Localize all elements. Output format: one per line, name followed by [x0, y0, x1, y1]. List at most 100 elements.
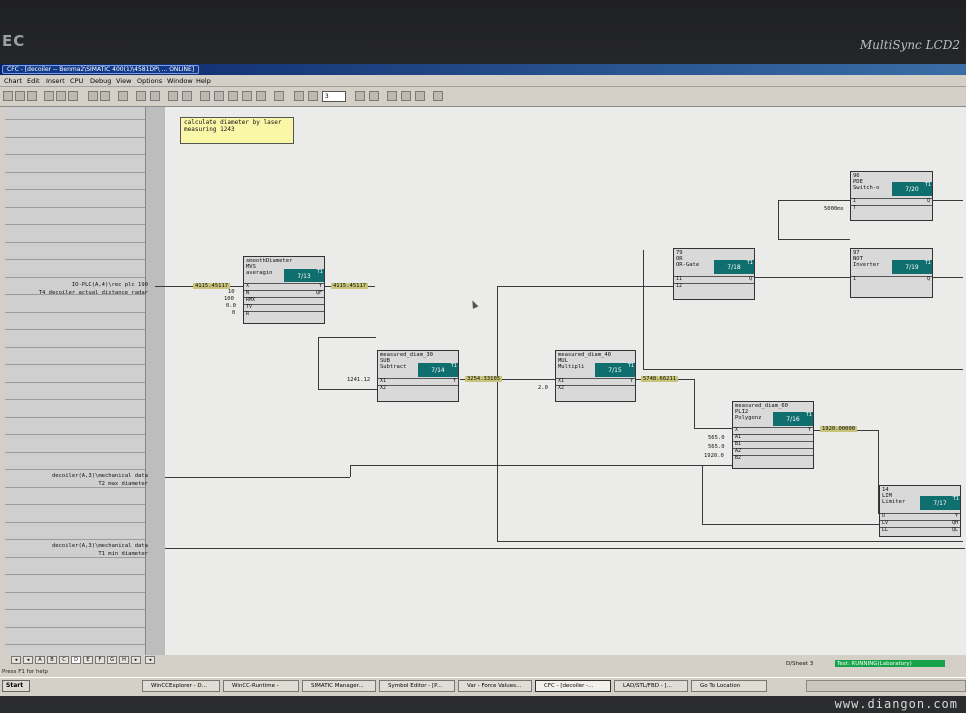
block-16-input-a1[interactable]: 565.0	[708, 435, 725, 441]
value-sub-out[interactable]: 3254.33105	[465, 376, 503, 382]
wire-max-down	[702, 465, 703, 525]
tab-h[interactable]: H	[119, 656, 129, 664]
tab-nav-prev[interactable]: ◂	[23, 656, 33, 664]
menu-window[interactable]: Window	[167, 77, 193, 85]
sheet-bar-grid-line	[5, 241, 165, 243]
paste-icon[interactable]	[68, 91, 78, 101]
tab-g[interactable]: G	[107, 656, 117, 664]
task-simatic-manager[interactable]: SIMATIC Manager...	[302, 680, 376, 692]
window-cascade-icon[interactable]	[387, 91, 397, 101]
tab-nav-last[interactable]: ◂	[145, 656, 155, 664]
menu-chart[interactable]: Chart	[4, 77, 22, 85]
tab-f[interactable]: F	[95, 656, 105, 664]
task-symbol-editor[interactable]: Symbol Editor - [P...	[379, 680, 455, 692]
left-label-min-2: T1 min diameter	[98, 551, 148, 557]
delete-icon[interactable]	[228, 91, 238, 101]
block-13-input-r[interactable]: 0	[232, 310, 236, 316]
wire-pde-out	[933, 200, 963, 201]
block-16-input-b1[interactable]: 565.0	[708, 444, 725, 450]
wire-or-i2	[497, 286, 675, 287]
grid-icon[interactable]	[274, 91, 284, 101]
sheet-bar-margin	[145, 107, 165, 655]
interconnect-icon[interactable]	[136, 91, 146, 101]
view-single-icon[interactable]	[308, 91, 318, 101]
sheet-bar-grid-line	[5, 591, 165, 593]
compile-icon[interactable]	[168, 91, 178, 101]
task-cfc[interactable]: CFC - [decoiler -...	[535, 680, 611, 692]
sheet-bar-grid-line	[5, 469, 165, 470]
value-poly-out[interactable]: 1920.00000	[820, 426, 858, 432]
wire-sub-out	[460, 379, 556, 380]
task-wincc-explorer[interactable]: WinCCExplorer - D...	[142, 680, 220, 692]
print-icon[interactable]	[27, 91, 37, 101]
zoom-in-icon[interactable]	[355, 91, 365, 101]
watch-icon[interactable]	[214, 91, 224, 101]
menu-insert[interactable]: Insert	[46, 77, 65, 85]
value-smooth-out[interactable]: 4115.45117	[331, 283, 369, 289]
tab-e[interactable]: E	[83, 656, 93, 664]
tab-b[interactable]: B	[47, 656, 57, 664]
block-20-input-t[interactable]: 5000ms	[824, 206, 844, 212]
block-14-input-x1[interactable]: 1241.12	[347, 377, 371, 383]
copy-icon[interactable]	[56, 91, 66, 101]
block-13-input-tv[interactable]: 0.0	[226, 303, 236, 309]
run-sequence-icon[interactable]	[150, 91, 160, 101]
block-15-input-x2[interactable]: 2.0	[538, 385, 548, 391]
task-wincc-runtime[interactable]: WinCC-Runtime -	[223, 680, 299, 692]
task-var-force[interactable]: Var - Force Values...	[458, 680, 532, 692]
task-goto-location[interactable]: Go To Location	[691, 680, 767, 692]
tab-nav-first[interactable]: ◂	[11, 656, 21, 664]
block-13-input-n[interactable]: 10	[228, 289, 235, 295]
chart-note[interactable]: calculate diameter by laser measuring 12…	[180, 117, 294, 144]
block-16-input-a2[interactable]: 1920.0	[704, 453, 724, 459]
menu-help[interactable]: Help	[196, 77, 211, 85]
open-icon[interactable]	[3, 91, 13, 101]
view-split-icon[interactable]	[294, 91, 304, 101]
unlink-icon[interactable]	[256, 91, 266, 101]
overview-icon[interactable]	[88, 91, 98, 101]
left-label-min-1: decoiler(A,3)\mechanical data	[51, 543, 148, 549]
download-icon[interactable]	[182, 91, 192, 101]
menu-options[interactable]: Options	[137, 77, 163, 85]
tab-nav-next[interactable]: ▸	[131, 656, 141, 664]
test-mode-icon[interactable]	[200, 91, 210, 101]
window-tile-icon[interactable]	[401, 91, 411, 101]
zoom-out-icon[interactable]	[369, 91, 379, 101]
menu-view[interactable]: View	[116, 77, 132, 85]
tab-c[interactable]: C	[59, 656, 69, 664]
tab-a[interactable]: A	[35, 656, 45, 664]
link-icon[interactable]	[242, 91, 252, 101]
save-icon[interactable]	[15, 91, 25, 101]
left-label-max-2: T2 max diameter	[98, 481, 148, 487]
zoom-select[interactable]: 3	[322, 91, 346, 102]
tab-d[interactable]: D	[71, 656, 81, 664]
value-mul-out[interactable]: 5748.66211	[641, 376, 679, 382]
menu-debug[interactable]: Debug	[90, 77, 112, 85]
catalog-icon[interactable]	[118, 91, 128, 101]
window-arrange-icon[interactable]	[415, 91, 425, 101]
value-radar-in[interactable]: 4115.45117	[193, 283, 231, 289]
status-bar: Press F1 for help	[0, 667, 966, 677]
sheet-view-icon[interactable]	[100, 91, 110, 101]
wire-or-horiz	[643, 369, 963, 370]
menu-edit[interactable]: Edit	[27, 77, 40, 85]
window-titlebar[interactable]: CFC - [decoiler -- Benma2\SIMATIC 400(1)…	[0, 64, 966, 75]
task-lad-stl[interactable]: LAD/STL/FBD - [...	[614, 680, 688, 692]
block-13-input-rmx[interactable]: 100	[224, 296, 234, 302]
wire-sub-x2	[318, 389, 378, 390]
menu-cpu[interactable]: CPU	[70, 77, 84, 85]
sheet-bar-grid-line	[5, 259, 165, 260]
cut-icon[interactable]	[44, 91, 54, 101]
start-button[interactable]: Start	[2, 680, 30, 692]
help-icon[interactable]	[433, 91, 443, 101]
